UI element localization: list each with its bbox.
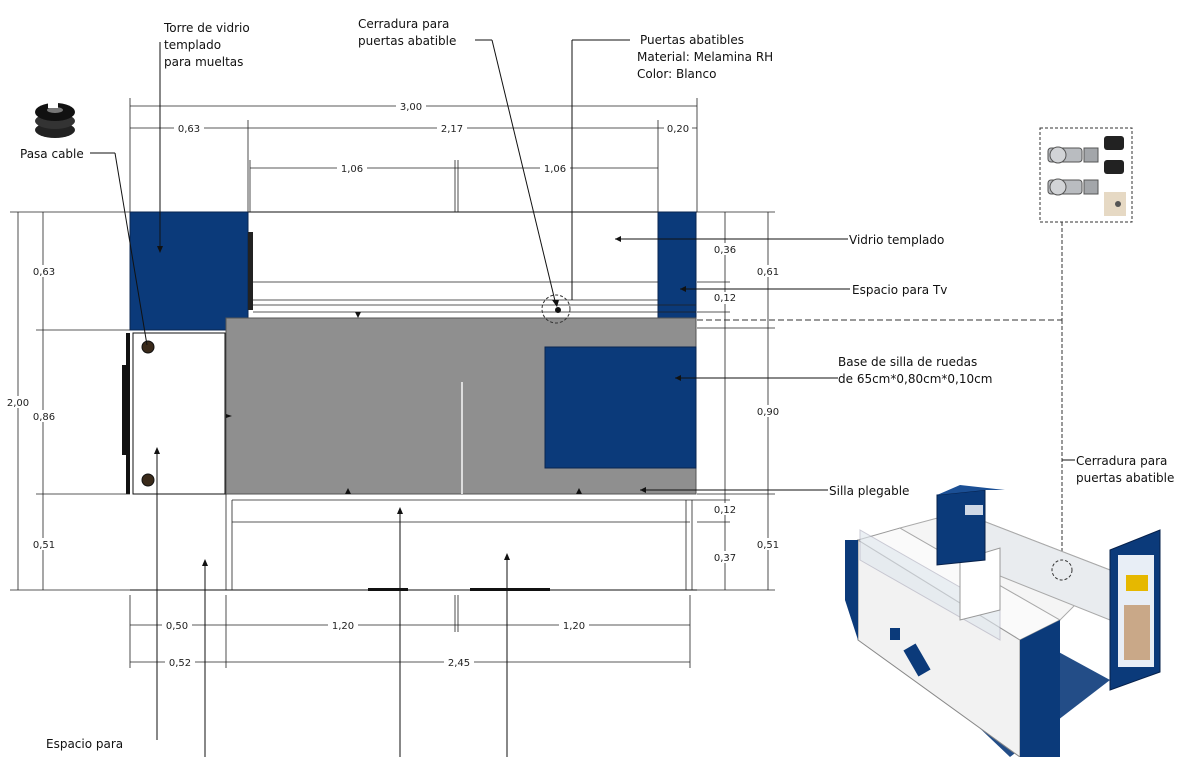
kiosk-3d-render [845, 485, 1161, 757]
lock-detail-image [1039, 127, 1133, 223]
left-cabinet [132, 332, 226, 495]
label-base-silla-1: Base de silla de ruedas [838, 355, 977, 369]
dim-left-top: 0,63 [33, 267, 55, 278]
label-tower-glass-3: para mueltas [164, 55, 243, 69]
dim-r-036: 0,36 [714, 245, 736, 256]
left-tower-block [129, 211, 249, 331]
label-doors-3: Color: Blanco [637, 67, 716, 81]
label-pasa-cable: Pasa cable [20, 147, 84, 161]
dim-center-span: 2,17 [441, 124, 463, 135]
dim-bottom-120-a: 1,20 [332, 621, 354, 632]
dim-door-left: 1,06 [341, 164, 363, 175]
lock-detail-circle [541, 294, 571, 324]
dim-door-right: 1,06 [544, 164, 566, 175]
dim-r-037: 0,37 [714, 553, 736, 564]
label-espacio-para: Espacio para [46, 737, 123, 751]
dim-r-012-bottom: 0,12 [714, 505, 736, 516]
label-base-silla-2: de 65cm*0,80cm*0,10cm [838, 372, 992, 386]
leader-lines [90, 39, 1075, 757]
floor-plan [122, 211, 697, 591]
cable-pass-hole [141, 340, 155, 354]
dim-total-width: 3,00 [400, 102, 422, 113]
labels: Torre de vidrio templado para mueltas Ce… [20, 17, 1174, 751]
label-silla-plegable: Silla plegable [829, 484, 909, 498]
dim-bottom-245: 2,45 [448, 658, 470, 669]
label-lock-right-2: puertas abatible [1076, 471, 1174, 485]
label-tower-glass-2: templado [164, 38, 221, 52]
dim-left-tower: 0,63 [178, 124, 200, 135]
label-doors-1: Puertas abatibles [640, 33, 744, 47]
label-vidrio-templado: Vidrio templado [849, 233, 944, 247]
dim-left-mid: 0,86 [33, 412, 55, 423]
label-tower-glass-1: Torre de vidrio [163, 21, 250, 35]
dim-r-012-top: 0,12 [714, 293, 736, 304]
dim-left-bottom: 0,51 [33, 540, 55, 551]
dimension-lines: 3,00 0,63 2,17 0,20 1,06 1,06 2,00 0,63 [4, 98, 782, 669]
dim-right-tower: 0,20 [667, 124, 689, 135]
right-tower-block [657, 211, 697, 329]
label-doors-2: Material: Melamina RH [637, 50, 773, 64]
label-lock-right-1: Cerradura para [1076, 454, 1167, 468]
label-lock-top-1: Cerradura para [358, 17, 449, 31]
dim-bottom-120-b: 1,20 [563, 621, 585, 632]
cable-grommet-icon [35, 100, 75, 138]
label-lock-top-2: puertas abatible [358, 34, 456, 48]
dim-bottom-052: 0,52 [169, 658, 191, 669]
dim-r-051: 0,51 [757, 540, 779, 551]
dim-bottom-050: 0,50 [166, 621, 188, 632]
dim-total-height: 2,00 [7, 398, 29, 409]
wheelchair-base-block [544, 346, 697, 469]
cable-pass-hole [141, 473, 155, 487]
dim-r-090: 0,90 [757, 407, 779, 418]
dim-r-061: 0,61 [757, 267, 779, 278]
label-espacio-tv: Espacio para Tv [852, 283, 947, 297]
